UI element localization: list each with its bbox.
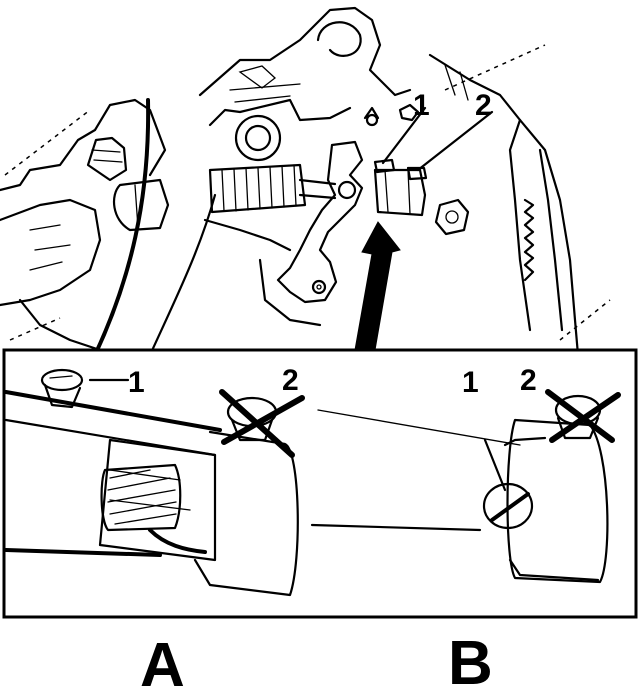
inset-b-callout-2: 2 xyxy=(520,364,537,397)
panel-label-a: A xyxy=(140,631,185,692)
inset-a-callout-2: 2 xyxy=(282,364,299,397)
engine-overview xyxy=(0,6,611,357)
inset-a-callout-1: 1 xyxy=(128,366,145,399)
callout-2-top: 2 xyxy=(475,89,492,122)
inset-b-callout-1: 1 xyxy=(462,366,479,399)
inset-b-diagram xyxy=(310,389,621,584)
callout-1-top: 1 xyxy=(413,89,430,122)
direction-arrow xyxy=(354,221,401,351)
inset-a-diagram xyxy=(4,368,305,597)
panel-label-b: B xyxy=(448,629,493,692)
inset-frame xyxy=(2,348,638,619)
